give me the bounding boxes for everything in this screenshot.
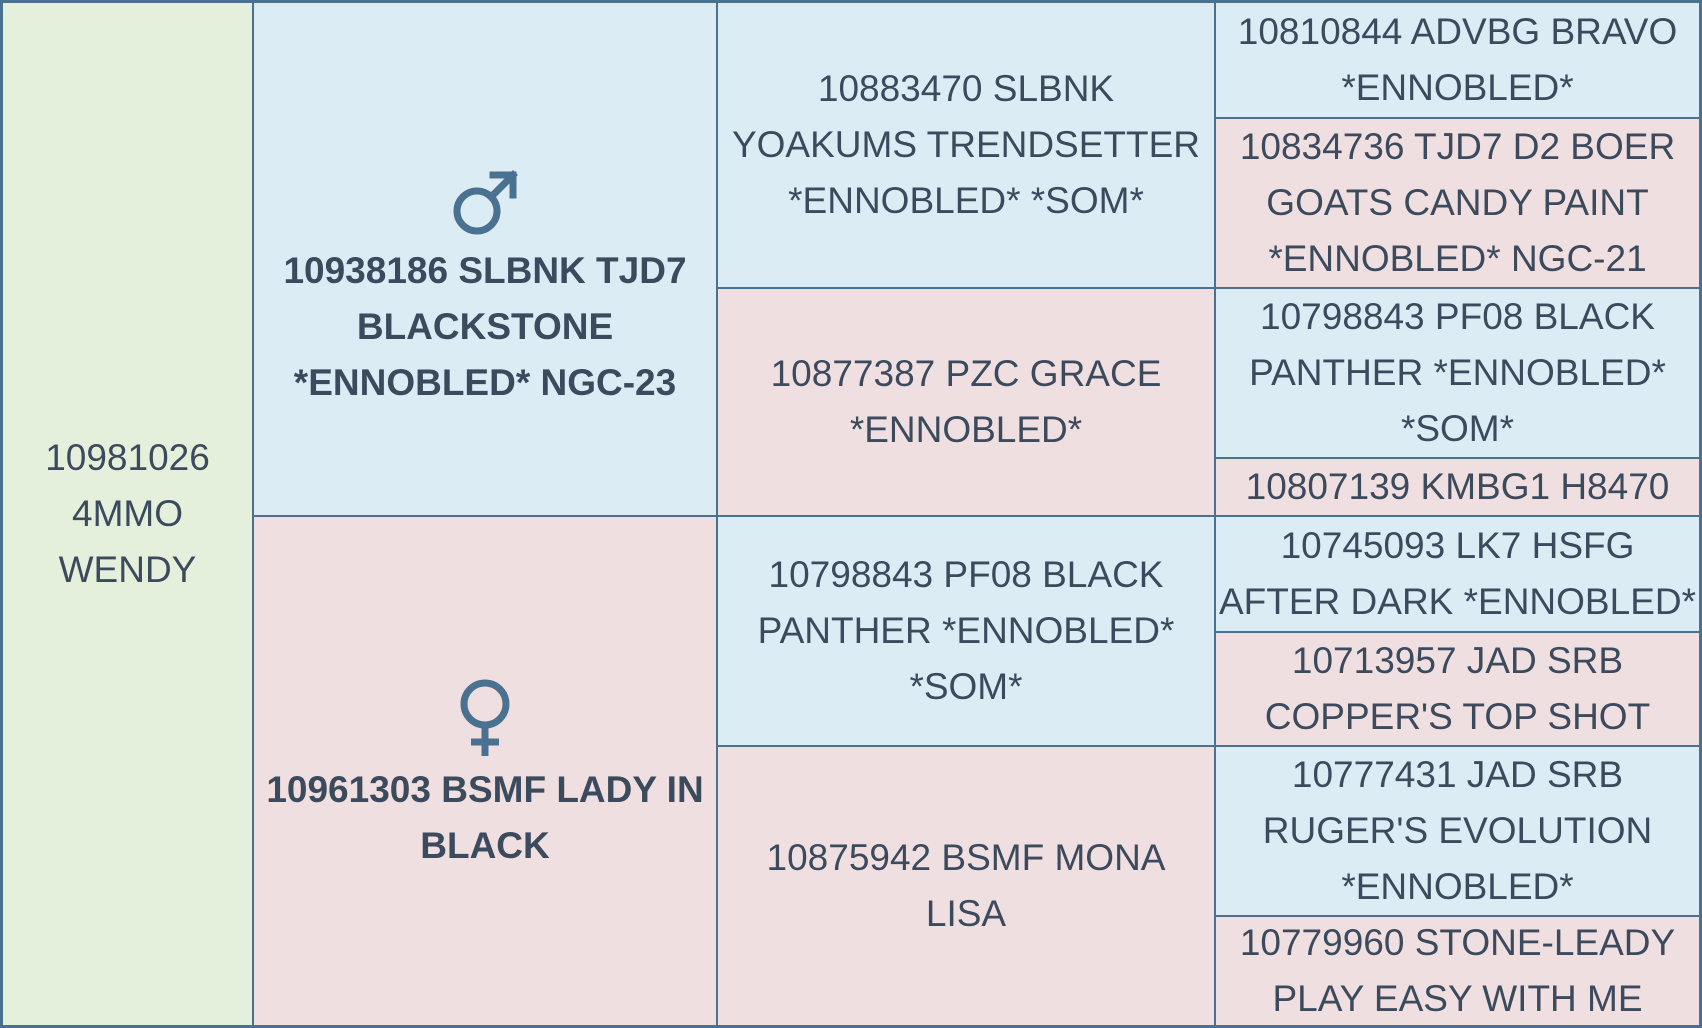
- sire-name: 10938186 SLBNK TJD7 BLACKSTONE *ENNOBLED…: [283, 250, 687, 403]
- ss-sire-name: 10810844 ADVBG BRAVO *ENNOBLED*: [1237, 11, 1678, 108]
- ss-sire-cell[interactable]: 10810844 ADVBG BRAVO *ENNOBLED*: [1214, 3, 1699, 117]
- sire-dam-cell[interactable]: 10877387 PZC GRACE *ENNOBLED*: [716, 287, 1214, 515]
- ss-dam-cell[interactable]: 10834736 TJD7 D2 BOER GOATS CANDY PAINT …: [1214, 117, 1699, 287]
- dam-dam-name: 10875942 BSMF MONA LISA: [766, 837, 1166, 934]
- ds-dam-cell[interactable]: 10713957 JAD SRB COPPER'S TOP SHOT: [1214, 631, 1699, 745]
- sire-sire-cell[interactable]: 10883470 SLBNK YOAKUMS TRENDSETTER *ENNO…: [716, 3, 1214, 287]
- subject-name: 10981026 4MMO WENDY: [45, 437, 210, 590]
- sd-sire-cell[interactable]: 10798843 PF08 BLACK PANTHER *ENNOBLED* *…: [1214, 287, 1699, 457]
- ds-sire-name: 10745093 LK7 HSFG AFTER DARK *ENNOBLED*: [1219, 525, 1696, 622]
- male-symbol-icon: [453, 170, 518, 235]
- dd-sire-cell[interactable]: 10777431 JAD SRB RUGER'S EVOLUTION *ENNO…: [1214, 745, 1699, 915]
- dam-sire-name: 10798843 PF08 BLACK PANTHER *ENNOBLED* *…: [757, 554, 1175, 707]
- dd-dam-name: 10779960 STONE-LEADY PLAY EASY WITH ME: [1239, 922, 1676, 1019]
- female-symbol-icon: [460, 679, 510, 756]
- sd-dam-name: 10807139 KMBG1 H8470: [1245, 466, 1670, 507]
- sire-dam-name: 10877387 PZC GRACE *ENNOBLED*: [770, 353, 1162, 450]
- dam-sire-cell[interactable]: 10798843 PF08 BLACK PANTHER *ENNOBLED* *…: [716, 515, 1214, 745]
- ss-dam-name: 10834736 TJD7 D2 BOER GOATS CANDY PAINT …: [1239, 126, 1676, 279]
- sire-sire-name: 10883470 SLBNK YOAKUMS TRENDSETTER *ENNO…: [731, 68, 1201, 221]
- dam-name: 10961303 BSMF LADY IN BLACK: [266, 769, 704, 866]
- sd-dam-cell[interactable]: 10807139 KMBG1 H8470: [1214, 457, 1699, 515]
- subject-cell: 10981026 4MMO WENDY: [3, 3, 252, 1025]
- sd-sire-name: 10798843 PF08 BLACK PANTHER *ENNOBLED* *…: [1249, 296, 1666, 449]
- dam-cell[interactable]: 10961303 BSMF LADY IN BLACK: [252, 515, 716, 1025]
- sire-cell[interactable]: 10938186 SLBNK TJD7 BLACKSTONE *ENNOBLED…: [252, 3, 716, 515]
- dd-sire-name: 10777431 JAD SRB RUGER'S EVOLUTION *ENNO…: [1262, 754, 1653, 907]
- dam-dam-cell[interactable]: 10875942 BSMF MONA LISA: [716, 745, 1214, 1025]
- ds-sire-cell[interactable]: 10745093 LK7 HSFG AFTER DARK *ENNOBLED*: [1214, 515, 1699, 631]
- dd-dam-cell[interactable]: 10779960 STONE-LEADY PLAY EASY WITH ME: [1214, 915, 1699, 1025]
- ds-dam-name: 10713957 JAD SRB COPPER'S TOP SHOT: [1264, 640, 1651, 737]
